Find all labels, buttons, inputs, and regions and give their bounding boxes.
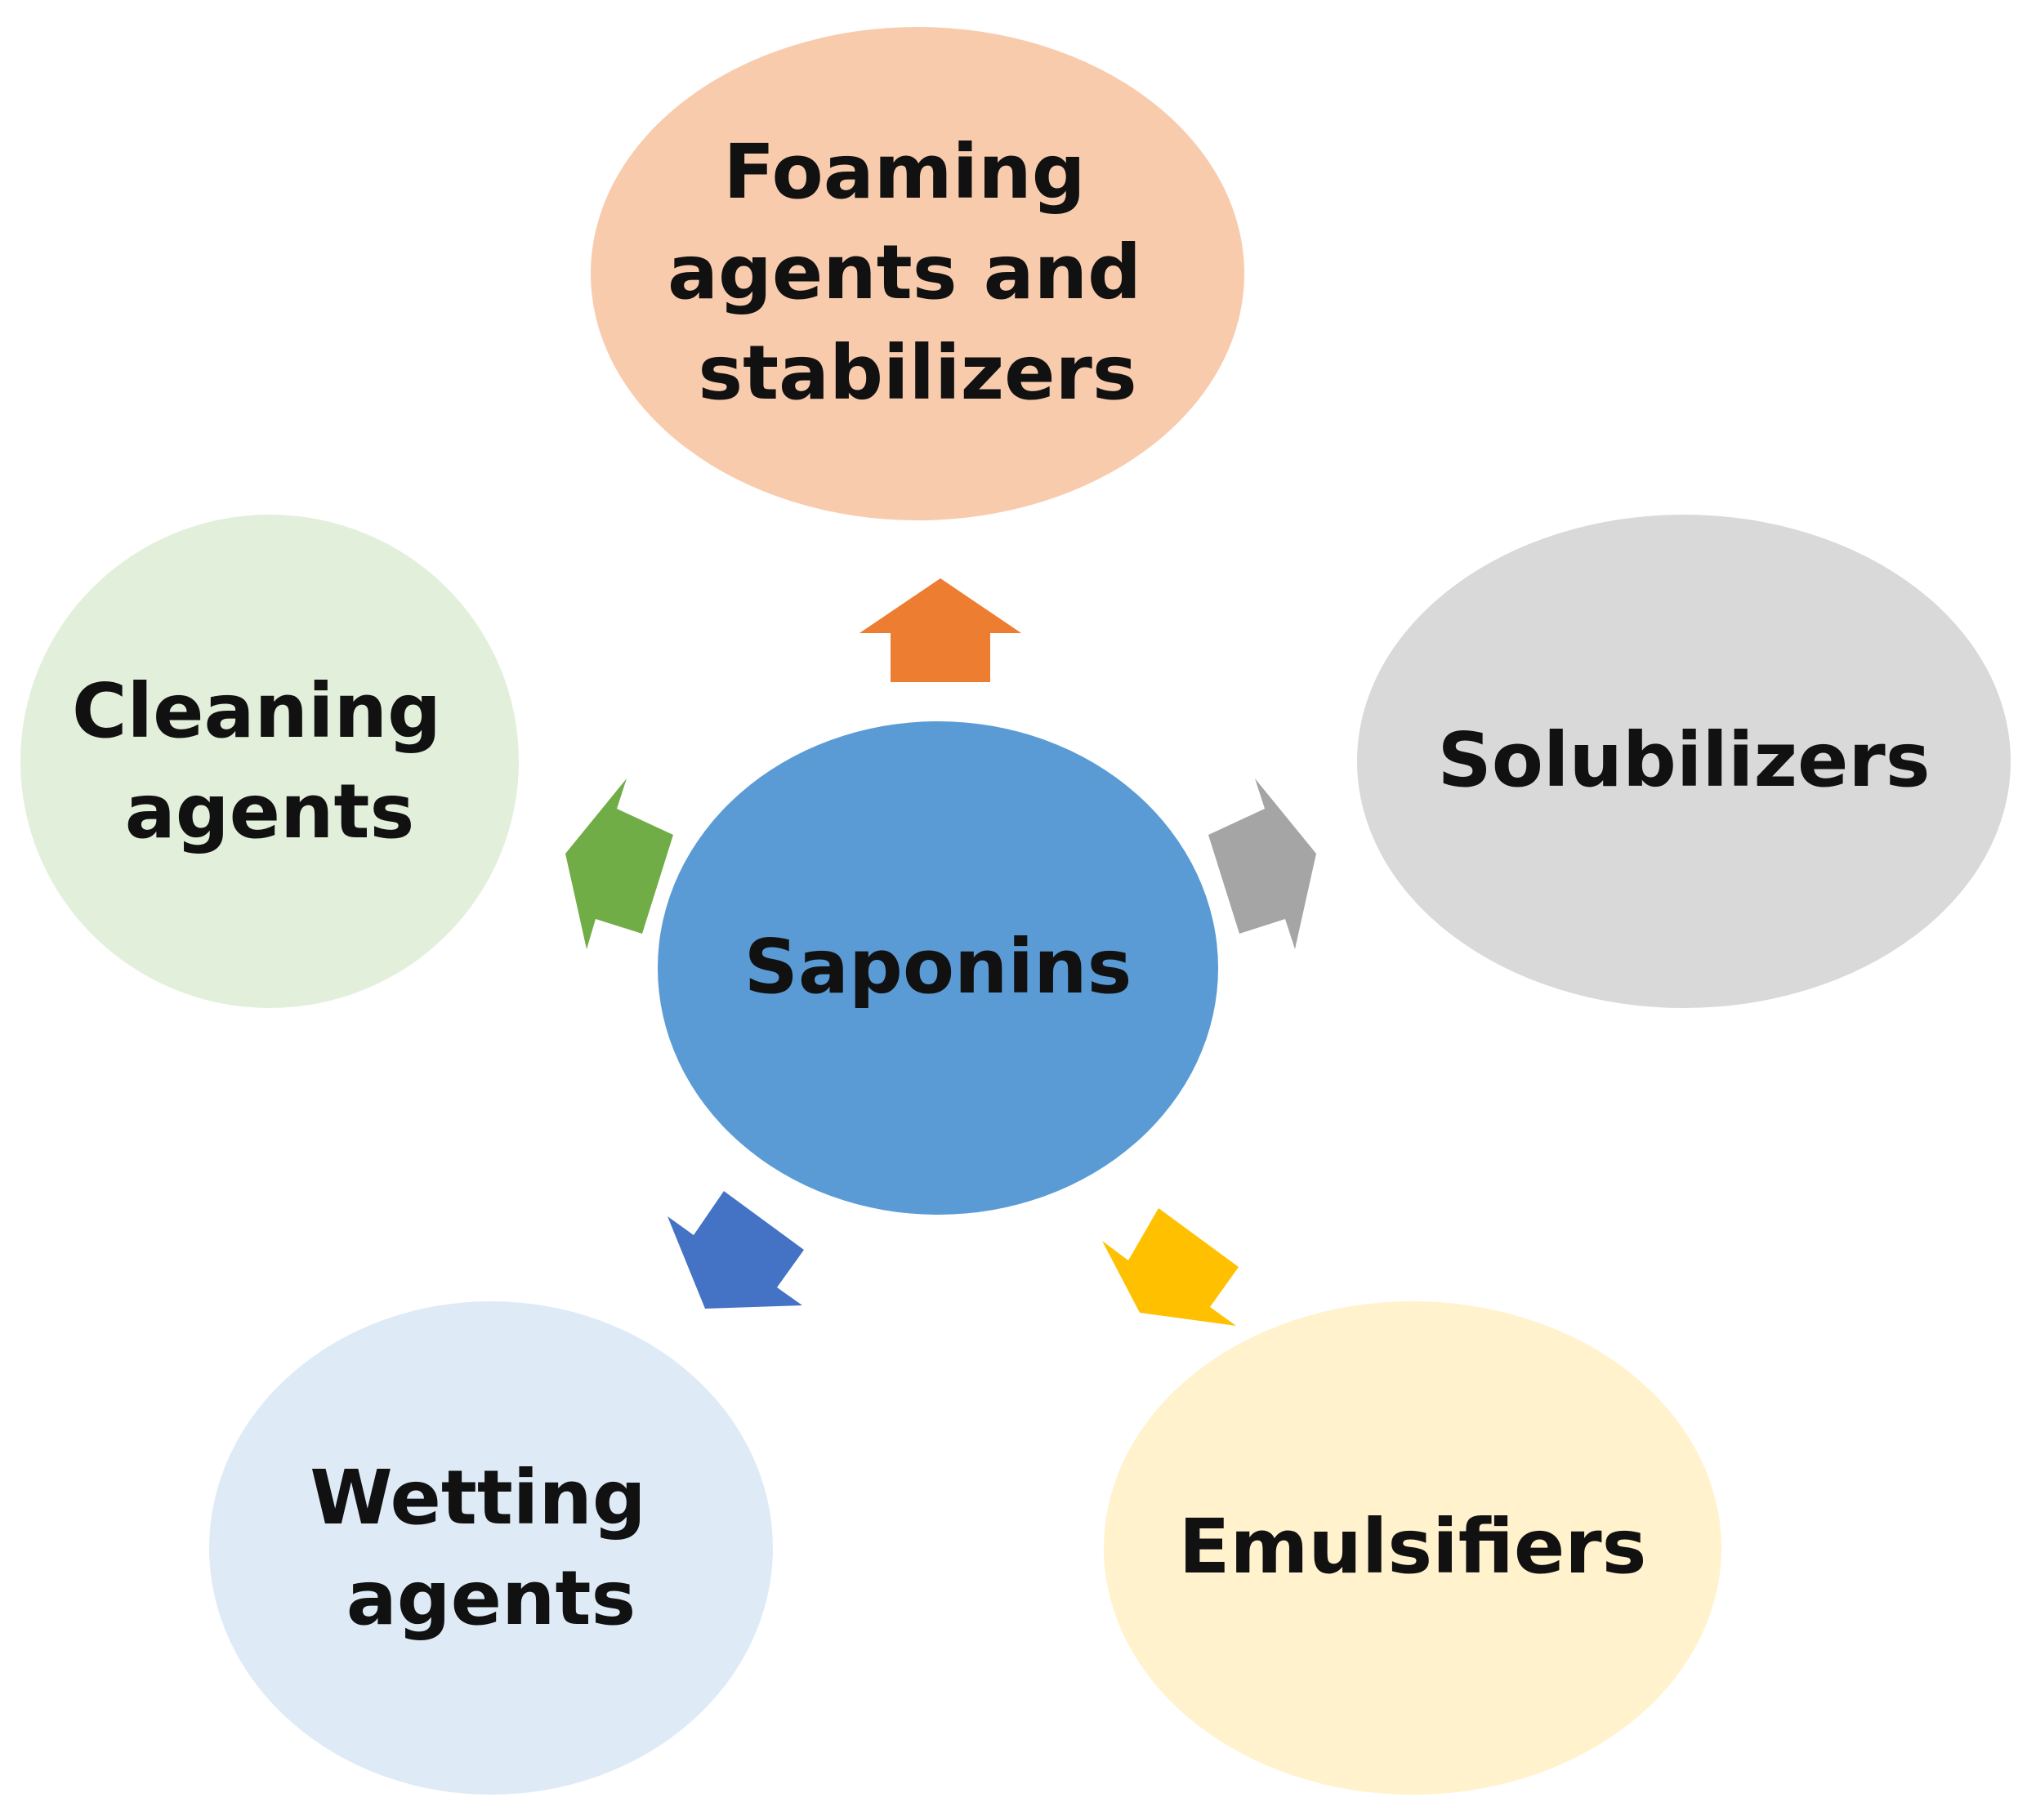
node-cleaning-label: Cleaning agents xyxy=(72,667,467,855)
arrow-to-cleaning xyxy=(565,778,673,949)
node-emulsifiers: Emulsifiers xyxy=(1104,1301,1721,1795)
node-emulsifiers-label: Emulsifiers xyxy=(1179,1503,1647,1590)
center-node-saponins: Saponins xyxy=(658,721,1218,1215)
center-node-label: Saponins xyxy=(744,923,1132,1010)
node-foaming-agents-and-stabilizers: Foaming agents and stabilizers xyxy=(591,27,1244,520)
node-wetting-agents: Wetting agents xyxy=(209,1301,773,1795)
node-solubilizers-ellipse xyxy=(1357,515,2011,1008)
node-foaming-label-line-2: agents and xyxy=(667,229,1141,316)
node-solubilizers-label: Solubilizers xyxy=(1437,716,1930,804)
node-foaming-ellipse xyxy=(591,27,1244,520)
node-foaming-label-line-3: stabilizers xyxy=(698,329,1136,417)
node-foaming-label-line-1: Foaming xyxy=(723,128,1085,216)
node-solubilizers: Solubilizers xyxy=(1357,515,2011,1008)
node-wetting-label-line-1: Wetting xyxy=(310,1454,645,1541)
arrow-to-emulsifiers xyxy=(1102,1208,1239,1326)
arrow-to-foaming xyxy=(859,578,1021,682)
node-wetting-label: Wetting agents xyxy=(310,1454,672,1642)
node-emulsifiers-label-line-1: Emulsifiers xyxy=(1179,1503,1647,1590)
arrow-to-solubilizers xyxy=(1208,778,1316,949)
center-node-ellipse xyxy=(658,721,1218,1215)
node-emulsifiers-ellipse xyxy=(1104,1301,1721,1795)
arrow-to-wetting xyxy=(667,1191,804,1309)
node-cleaning-ellipse xyxy=(20,515,519,1008)
node-solubilizers-label-line-1: Solubilizers xyxy=(1437,716,1930,804)
node-wetting-label-line-2: agents xyxy=(346,1555,636,1642)
node-cleaning-label-line-2: agents xyxy=(125,768,415,855)
node-cleaning-label-line-1: Cleaning xyxy=(72,667,441,755)
node-wetting-ellipse xyxy=(209,1301,773,1795)
node-foaming-label: Foaming agents and stabilizers xyxy=(667,128,1168,417)
node-cleaning-agents: Cleaning agents xyxy=(20,515,519,1008)
